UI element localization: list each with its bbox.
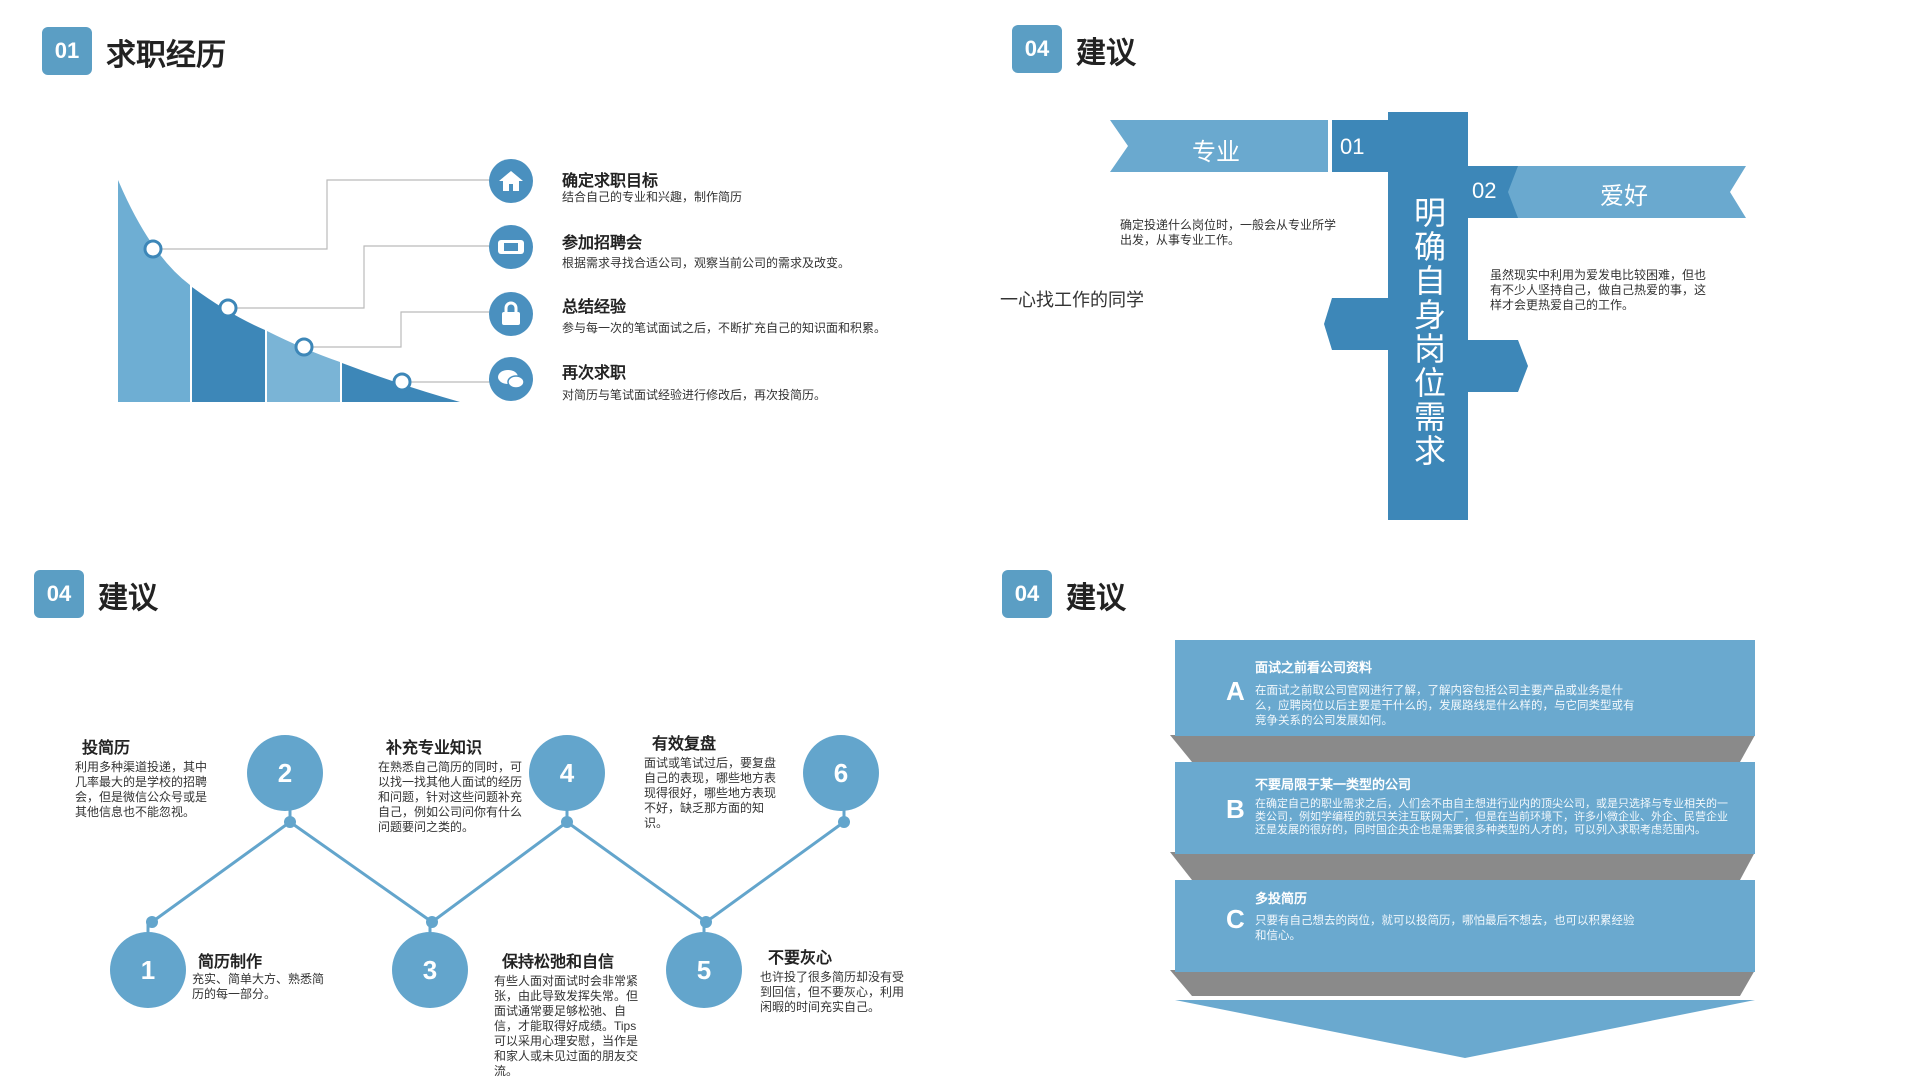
- card-text: 在面试之前取公司官网进行了解，了解内容包括公司主要产品或业务是什么，应聘岗位以后…: [1255, 685, 1635, 727]
- step-text: 面试或笔试过后，要复盘自己的表现，哪些地方表现得很好，哪些地方表现不好，缺乏那方…: [644, 756, 777, 830]
- step-number: 3: [392, 932, 468, 1008]
- step-text: 利用多种渠道投递，其中几率最大的是学校的招聘会，但是微信公众号或是其他信息也不能…: [75, 760, 208, 819]
- step-text: 充实、简单大方、熟悉简历的每一部分。: [192, 972, 325, 1001]
- curve-marker: [143, 239, 163, 259]
- step-title: 参加招聘会: [562, 235, 643, 252]
- section-badge: 04: [34, 570, 84, 618]
- step-title: 简历制作: [198, 954, 263, 971]
- step-title: 再次求职: [562, 365, 627, 382]
- text-major: 确定投递什么岗位时，一般会从专业所学出发，从事专业工作。: [1120, 218, 1337, 247]
- section-badge: 04: [1002, 570, 1052, 618]
- step-number: 2: [247, 735, 323, 811]
- section-title: 建议: [1076, 37, 1136, 70]
- descending-curve-chart: [118, 179, 493, 402]
- banner-num-02: 02: [1472, 178, 1497, 203]
- chat-bubbles-icon: [489, 357, 533, 401]
- card-text: 在确定自己的职业需求之后，人们会不由自主想进行业内的顶尖公司，或是只选择与专业相…: [1255, 798, 1728, 836]
- text-hobby: 虽然现实中利用为爱发电比较困难，但也有不少人坚持自己，做自己热爱的事，这样才会更…: [1490, 268, 1707, 312]
- banner-num-01: 01: [1340, 134, 1365, 159]
- card-title: 多投简历: [1255, 891, 1308, 906]
- section-badge: 04: [1012, 25, 1062, 73]
- stacked-cards-shadow: [1170, 735, 1755, 1058]
- step-text: 根据需求寻找合适公司，观察当前公司的需求及改变。: [562, 256, 851, 270]
- step-number: 4: [529, 735, 605, 811]
- step-text: 在熟悉自己简历的同时，可以找一找其他人面试的经历和问题，针对这些问题补充自己，例…: [378, 760, 523, 834]
- step-text: 有些人面对面试时会非常紧张，由此导致发挥失常。但面试通常要足够松弛、自信，才能取…: [494, 974, 639, 1078]
- step-title: 有效复盘: [652, 736, 717, 753]
- section-title: 求职经历: [106, 39, 226, 72]
- step-title: 确定求职目标: [562, 173, 659, 190]
- step-title: 保持松弛和自信: [502, 954, 615, 971]
- step-number: 1: [110, 932, 186, 1008]
- step-title: 不要灰心: [768, 950, 833, 967]
- card-text: 只要有自己想去的岗位，就可以投简历，哪怕最后不想去，也可以积累经验和信心。: [1255, 915, 1635, 942]
- panel-suggestion-interview: 04 建议 A 面试之前看公司资料 在面试之前取公司官网进行了解，了解内容包括公…: [0, 540, 1920, 1079]
- tip-card-c: [1175, 880, 1755, 972]
- banner-label-hobby: 爱好: [1600, 183, 1648, 210]
- text-job-seekers: 一心找工作的同学: [1000, 290, 1144, 310]
- card-title: 面试之前看公司资料: [1255, 660, 1373, 675]
- curve-marker: [294, 337, 314, 357]
- step-text: 结合自己的专业和兴趣，制作简历: [562, 190, 743, 204]
- panel-career-history: 01 求职经历 确定求职目标 结合自己的专业和兴趣，制作简历 参加招聘会 根据需…: [0, 0, 960, 540]
- panel-suggestion-job-needs: 04 建议 专业 01 02 爱好 明确自身岗位需求 确定投递什么岗位时，一般会…: [960, 0, 1920, 540]
- step-title: 总结经验: [562, 299, 627, 316]
- curve-marker: [392, 372, 412, 392]
- house-icon: [489, 159, 533, 203]
- ticket-icon: [489, 225, 533, 269]
- card-letter: A: [1226, 676, 1245, 706]
- tip-card-a: [1175, 640, 1755, 736]
- section-title: 建议: [98, 582, 158, 615]
- step-number: 5: [666, 932, 742, 1008]
- card-letter: B: [1226, 794, 1245, 824]
- section-badge: 01: [42, 27, 92, 75]
- vertical-title: 明确自身岗位需求: [1410, 196, 1446, 468]
- section-title: 建议: [1066, 582, 1126, 615]
- card-letter: C: [1226, 904, 1245, 934]
- step-text: 参与每一次的笔试面试之后，不断扩充自己的知识面和积累。: [562, 321, 887, 335]
- ribbon-diagram: [1110, 112, 1746, 520]
- step-title: 补充专业知识: [386, 740, 483, 757]
- card-title: 不要局限于某一类型的公司: [1255, 777, 1412, 792]
- curve-marker: [218, 298, 238, 318]
- step-text: 对简历与笔试面试经验进行修改后，再次投简历。: [562, 388, 827, 402]
- panel-suggestion-steps: 04 建议 1 2 3 4 5 6 简历制作 充实、简单大方、熟悉简历的每一部分…: [0, 540, 960, 1079]
- step-text: 也许投了很多简历却没有受到回信，但不要灰心，利用闲暇的时间充实自己。: [760, 970, 905, 1014]
- lock-icon: [489, 292, 533, 336]
- step-title: 投简历: [82, 740, 131, 757]
- step-number: 6: [803, 735, 879, 811]
- banner-label-major: 专业: [1192, 139, 1240, 166]
- tip-card-b: [1175, 762, 1755, 854]
